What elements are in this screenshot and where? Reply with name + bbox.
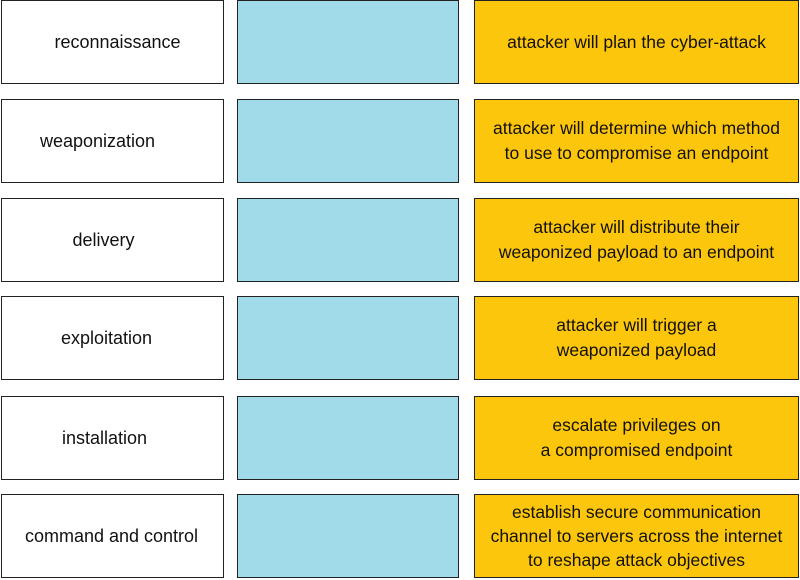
stage-row: weaponization attacker will determine wh…: [0, 99, 800, 185]
stage-row: exploitation attacker will trigger a wea…: [0, 296, 800, 382]
term-label: command and control: [24, 526, 199, 546]
term-card: reconnaissance: [1, 0, 224, 84]
drop-target[interactable]: [237, 296, 459, 380]
drop-target[interactable]: [237, 396, 459, 480]
term-label: installation: [61, 428, 148, 448]
term-card: installation: [1, 396, 224, 480]
term-label: exploitation: [60, 328, 153, 348]
term-card: command and control: [1, 494, 224, 578]
answer-card[interactable]: attacker will distribute their weaponize…: [474, 198, 799, 282]
term-card: delivery: [1, 198, 224, 282]
term-card: exploitation: [1, 296, 224, 380]
answer-card[interactable]: attacker will trigger a weaponized paylo…: [474, 296, 799, 380]
stage-row: installation escalate privileges on a co…: [0, 396, 800, 482]
term-label: weaponization: [39, 131, 156, 151]
drop-target[interactable]: [237, 494, 459, 578]
drop-target[interactable]: [237, 0, 459, 84]
stage-row: delivery attacker will distribute their …: [0, 198, 800, 284]
term-card: weaponization: [1, 99, 224, 183]
term-label: delivery: [72, 230, 135, 250]
term-label: reconnaissance: [54, 32, 181, 52]
stage-row: command and control establish secure com…: [0, 494, 800, 580]
answer-card[interactable]: attacker will plan the cyber-attack: [474, 0, 799, 84]
stage-row: reconnaissance attacker will plan the cy…: [0, 0, 800, 86]
drop-target[interactable]: [237, 198, 459, 282]
answer-card[interactable]: escalate privileges on a compromised end…: [474, 396, 799, 480]
drop-target[interactable]: [237, 99, 459, 183]
answer-card[interactable]: establish secure communication channel t…: [474, 494, 799, 578]
answer-card[interactable]: attacker will determine which method to …: [474, 99, 799, 183]
